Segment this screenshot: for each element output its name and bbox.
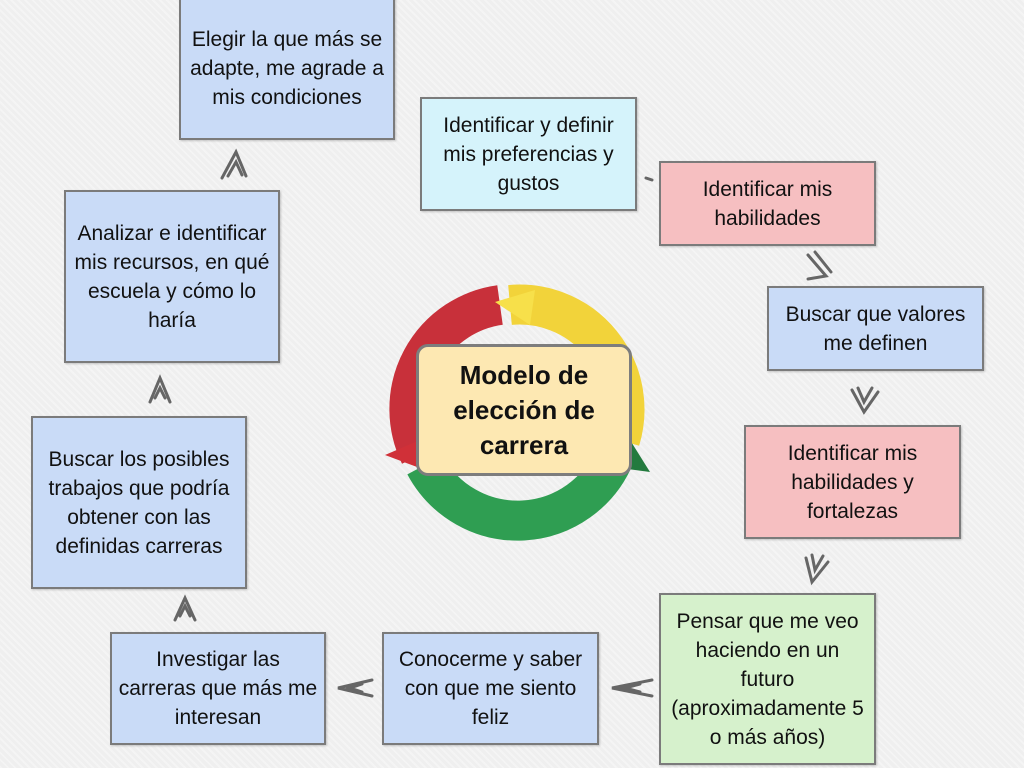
cycle-arrow-green [407,446,634,541]
arrow-up-icon [220,148,248,180]
step-text: Identificar mis habilidades [702,177,833,230]
step-text: Buscar que valores me definen [785,302,966,355]
step-future: Pensar que me veo haciendo en un futuro … [659,593,876,765]
step-text: Pensar que me veo haciendo en un futuro … [671,609,864,749]
step-strengths: Identificar mis habilidades y fortalezas [744,425,961,539]
step-know-myself: Conocerme y saber con que me siento feli… [382,632,599,745]
center-title: Modelo de elección de carrera [453,359,595,460]
arrow-left-icon [611,678,654,698]
arrow-down-right-icon [806,250,833,281]
step-choose: Elegir la que más se adapte, me agrade a… [179,0,395,140]
connector-dash [644,176,654,182]
step-analyze-resources: Analizar e identificar mis recursos, en … [64,190,280,363]
arrow-up-icon [148,374,172,404]
step-text: Elegir la que más se adapte, me agrade a… [190,27,384,109]
step-abilities: Identificar mis habilidades [659,161,876,246]
step-text: Conocerme y saber con que me siento feli… [398,648,583,729]
step-text: Buscar los posibles trabajos que podría … [48,447,230,558]
arrow-down-icon [804,553,830,586]
step-possible-jobs: Buscar los posibles trabajos que podría … [31,416,247,589]
cycle-arrowhead-red [385,440,425,470]
step-research-careers: Investigar las carreras que más me inter… [110,632,326,745]
step-text: Analizar e identificar mis recursos, en … [74,221,270,332]
step-text: Investigar las carreras que más me inter… [118,648,318,729]
cycle-arrowhead-yellow [495,290,535,325]
step-preferences: Identificar y definir mis preferencias y… [420,97,637,211]
step-text: Identificar mis habilidades y fortalezas [787,441,918,523]
center-title-box: Modelo de elección de carrera [416,344,632,476]
step-text: Identificar y definir mis preferencias y… [443,113,614,195]
arrow-left-icon [337,678,374,698]
arrow-down-icon [850,386,880,415]
arrow-up-icon [173,594,197,622]
step-values: Buscar que valores me definen [767,286,984,371]
